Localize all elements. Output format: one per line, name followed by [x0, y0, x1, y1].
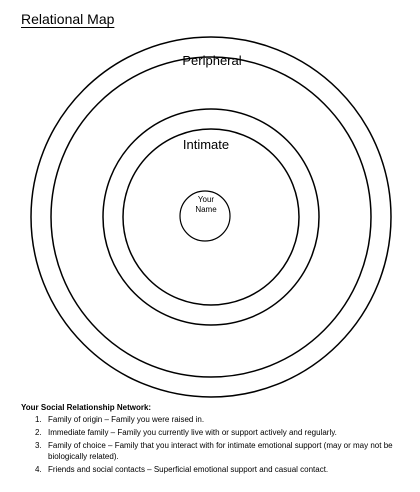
label-peripheral: Peripheral — [182, 53, 241, 68]
legend-item: 2. Immediate family – Family you current… — [21, 427, 413, 438]
legend: Your Social Relationship Network: 1. Fam… — [21, 402, 413, 477]
legend-item: 1. Family of origin – Family you were ra… — [21, 414, 413, 425]
legend-item-text: Friends and social contacts – Superficia… — [48, 465, 329, 474]
legend-item-text: Family of origin – Family you were raise… — [48, 415, 205, 424]
ring-peripheral — [50, 56, 372, 378]
legend-item: 4. Friends and social contacts – Superfi… — [21, 464, 413, 475]
legend-heading: Your Social Relationship Network: — [21, 403, 152, 412]
center-label-line2: Name — [195, 205, 217, 214]
legend-item-number: 1. — [35, 415, 42, 424]
legend-item-number: 4. — [35, 465, 42, 474]
legend-item-text: Family of choice – Family that you inter… — [48, 441, 393, 461]
ring-outer — [30, 36, 392, 398]
legend-item-text: Immediate family – Family you currently … — [48, 428, 337, 437]
page-title: Relational Map — [21, 11, 115, 27]
center-circle — [179, 190, 231, 242]
ring-inner — [122, 128, 300, 306]
ring-intimate — [102, 108, 320, 326]
label-intimate: Intimate — [183, 137, 229, 152]
center-label-line1: Your — [198, 195, 215, 204]
relational-map-diagram: Peripheral Intimate Your Name — [30, 36, 392, 398]
legend-item: 3. Family of choice – Family that you in… — [21, 440, 413, 462]
legend-list: 1. Family of origin – Family you were ra… — [21, 414, 413, 475]
legend-item-number: 3. — [35, 441, 42, 450]
legend-item-number: 2. — [35, 428, 42, 437]
